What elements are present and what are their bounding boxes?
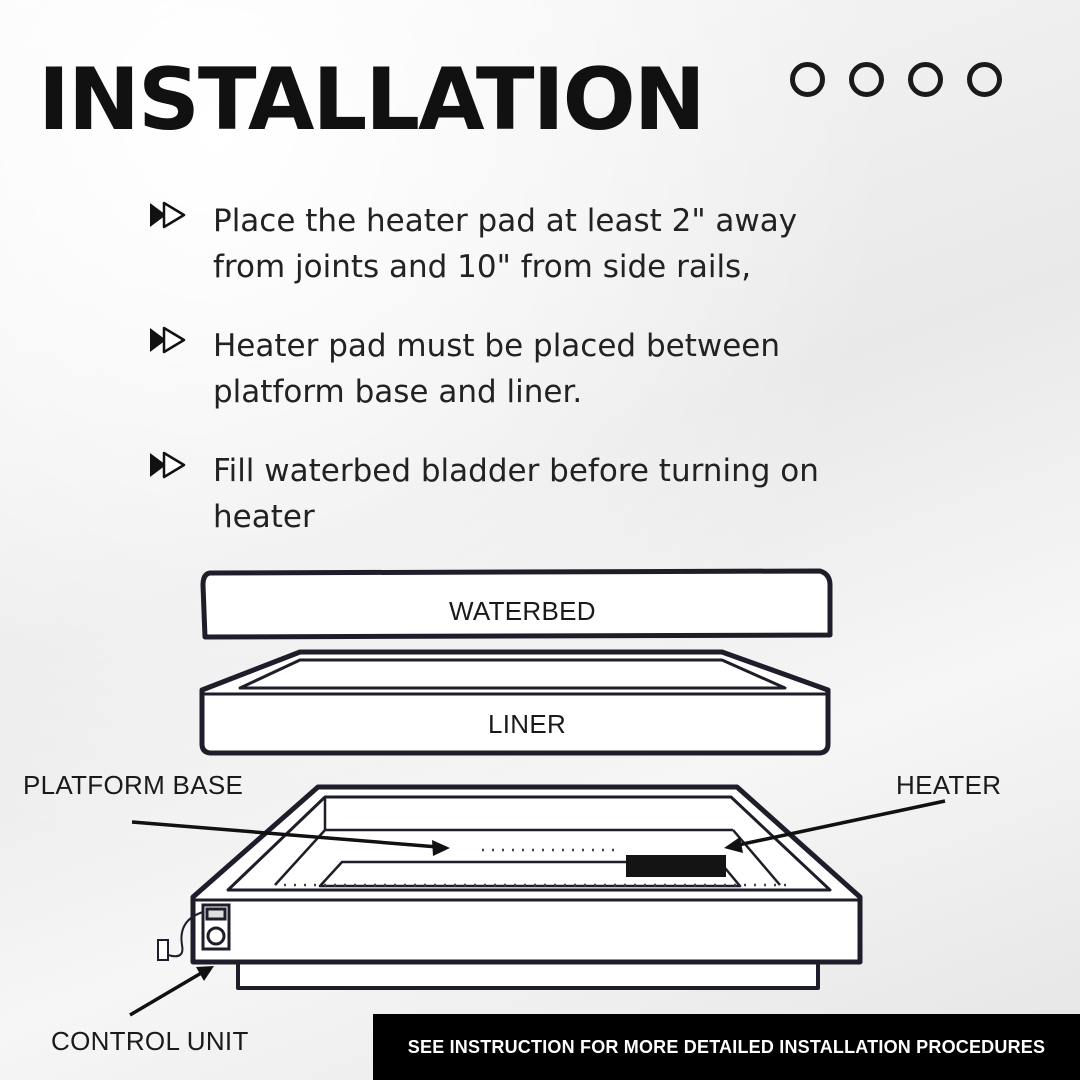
page-dot-4[interactable]	[967, 62, 1002, 97]
heater-label: HEATER	[896, 770, 1002, 800]
instruction-text: Fill waterbed bladder before turning on …	[213, 453, 819, 535]
double-play-arrow-icon	[150, 326, 186, 354]
page-indicator-dots	[790, 62, 1002, 97]
page-dot-1[interactable]	[790, 62, 825, 97]
waterbed-shape	[200, 568, 833, 640]
liner-inner-rim	[238, 658, 787, 690]
instruction-text: Place the heater pad at least 2" away fr…	[213, 203, 798, 285]
platform-center-panel	[318, 860, 742, 888]
double-play-arrow-icon	[150, 201, 186, 229]
instructions-banner: SEE INSTRUCTION FOR MORE DETAILED INSTAL…	[373, 1014, 1080, 1080]
instruction-item: Place the heater pad at least 2" away fr…	[148, 198, 868, 290]
power-plug	[157, 939, 169, 961]
liner-label: LINER	[488, 709, 567, 739]
platform-base-label: PLATFORM BASE	[23, 770, 244, 800]
instructions-banner-text: SEE INSTRUCTION FOR MORE DETAILED INSTAL…	[407, 1036, 1046, 1057]
page-dot-2[interactable]	[849, 62, 884, 97]
page-title: INSTALLATION	[38, 50, 706, 150]
instruction-item: Heater pad must be placed between platfo…	[148, 323, 868, 415]
instruction-list: Place the heater pad at least 2" away fr…	[148, 198, 868, 573]
page-dot-3[interactable]	[908, 62, 943, 97]
instruction-text: Heater pad must be placed between platfo…	[213, 328, 781, 410]
heater-pad	[626, 855, 726, 877]
waterbed-label: WATERBED	[449, 596, 596, 626]
power-cord	[167, 911, 204, 958]
control-unit-label: CONTROL UNIT	[51, 1026, 249, 1056]
double-play-arrow-icon	[150, 451, 186, 479]
platform-plinth	[236, 958, 820, 990]
instruction-item: Fill waterbed bladder before turning on …	[148, 448, 868, 540]
control-unit-device	[201, 903, 231, 951]
